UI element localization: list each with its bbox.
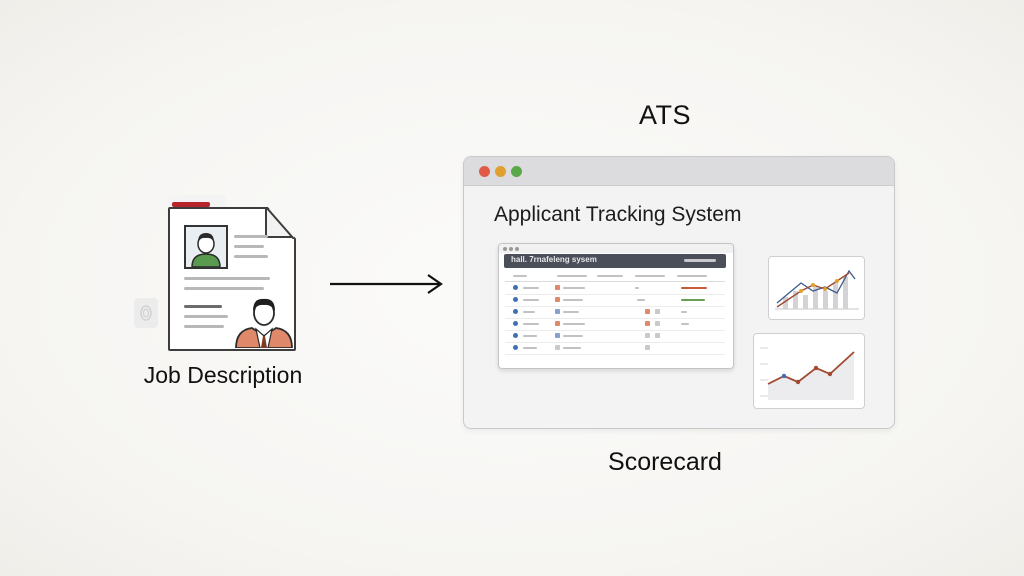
text-line: [234, 235, 268, 238]
job-description-document: [150, 195, 300, 355]
table-row[interactable]: [505, 283, 725, 295]
row-cell: [563, 311, 579, 313]
mini-window-dot: [503, 247, 507, 251]
row-cell: [523, 311, 535, 313]
column-header: [597, 275, 623, 277]
ats-app-window: Applicant Tracking System hall. 7rnafele…: [463, 156, 895, 429]
table-row[interactable]: [505, 319, 725, 331]
profile-photo: [184, 225, 228, 269]
row-cell: [681, 323, 689, 325]
arrow-right-icon: [330, 274, 443, 294]
row-cell: [635, 287, 639, 289]
status-icon: [555, 309, 560, 314]
text-line: [234, 245, 264, 248]
mini-table-header: hall. 7rnafeleng sysem: [504, 254, 726, 268]
table-row[interactable]: [505, 331, 725, 343]
text-line: [184, 287, 264, 290]
row-cell: [563, 299, 583, 301]
line-chart-icon: [760, 347, 855, 400]
score-bar: [681, 287, 707, 289]
row-cell: [637, 299, 645, 301]
text-line: [184, 305, 222, 308]
table-row[interactable]: [505, 343, 725, 355]
column-header: [635, 275, 665, 277]
row-avatar: [513, 333, 518, 338]
maximize-window-button[interactable]: [511, 166, 522, 177]
mini-window-dot: [509, 247, 513, 251]
status-icon: [555, 333, 560, 338]
column-header: [513, 275, 527, 277]
row-cell: [523, 323, 539, 325]
mini-window-dot: [515, 247, 519, 251]
status-icon: [555, 297, 560, 302]
area-chart-card: [753, 333, 865, 409]
flag-icon: [655, 333, 660, 338]
job-description-label: Job Description: [143, 362, 303, 388]
flag-icon: [655, 321, 660, 326]
flag-icon: [645, 345, 650, 350]
row-cell: [523, 347, 537, 349]
document-tab-mark: [172, 202, 210, 207]
text-line: [184, 277, 270, 280]
app-title: Applicant Tracking System: [494, 203, 742, 226]
row-avatar: [513, 345, 518, 350]
window-titlebar: [464, 157, 894, 186]
candidate-table-panel: hall. 7rnafeleng sysem: [498, 243, 734, 369]
text-line: [234, 255, 268, 258]
document-fold-icon: [265, 207, 294, 239]
column-header: [677, 275, 707, 277]
table-row[interactable]: [505, 295, 725, 307]
flag-icon: [645, 309, 650, 314]
person-icon: [186, 227, 226, 267]
row-cell: [523, 335, 537, 337]
score-bar: [681, 299, 705, 301]
bar-line-chart-card: [768, 256, 865, 320]
row-cell: [523, 287, 539, 289]
close-window-button[interactable]: [479, 166, 490, 177]
text-line: [184, 315, 228, 318]
row-avatar: [513, 321, 518, 326]
row-cell: [563, 323, 585, 325]
mini-titlebar: [499, 244, 733, 253]
flag-icon: [645, 321, 650, 326]
mini-table-column-headers: [505, 271, 725, 282]
row-cell: [563, 335, 583, 337]
status-icon: [555, 285, 560, 290]
column-header: [557, 275, 587, 277]
mini-table-header-text: hall. 7rnafeleng sysem: [511, 255, 597, 264]
row-avatar: [513, 309, 518, 314]
flag-icon: [655, 309, 660, 314]
row-cell: [523, 299, 539, 301]
mini-header-search-bar[interactable]: [684, 259, 716, 262]
candidate-person-icon: [235, 298, 293, 348]
row-cell: [563, 347, 581, 349]
row-cell: [563, 287, 585, 289]
row-avatar: [513, 297, 518, 302]
row-cell: [681, 311, 687, 313]
text-line: [184, 325, 224, 328]
ats-label: ATS: [638, 100, 691, 130]
fingerprint-icon: [140, 305, 152, 321]
scorecard-label: Scorecard: [608, 448, 722, 476]
table-row[interactable]: [505, 307, 725, 319]
faded-fingerprint-chip: [134, 298, 158, 328]
line-chart-icon: [775, 269, 859, 310]
row-avatar: [513, 285, 518, 290]
minimize-window-button[interactable]: [495, 166, 506, 177]
flag-icon: [645, 333, 650, 338]
status-icon: [555, 321, 560, 326]
status-icon: [555, 345, 560, 350]
